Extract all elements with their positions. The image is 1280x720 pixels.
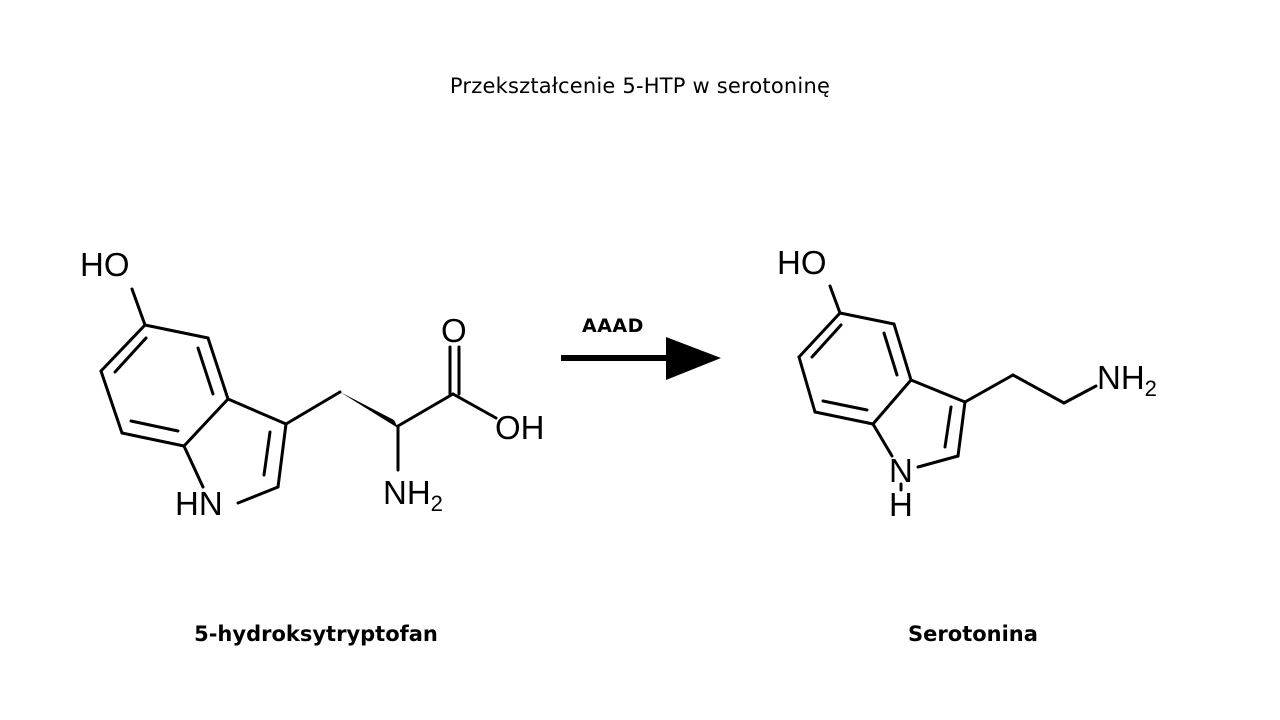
product-name: Serotonina [908,622,1038,646]
reaction-arrow: AAAD [561,315,721,380]
htp-acid-oh-label: OH [495,409,545,446]
serotonin-ring-h-label: H [889,486,913,523]
serotonin-hydroxyl-label: HO [777,244,827,281]
htp-amine-sub: 2 [431,491,443,516]
serotonin-amine-sub: 2 [1145,376,1157,401]
htp-carbonyl-o-label: O [441,312,467,349]
serotonin-ring-n-label: N [889,452,913,489]
molecule-serotonin: HO N H NH2 [777,244,1157,523]
wedge-bond [340,392,398,428]
htp-bonds [99,287,498,505]
htp-amine-label: NH2 [383,474,443,516]
serotonin-amine-n: NH [1097,359,1145,396]
serotonin-amine-label: NH2 [1097,359,1157,401]
enzyme-label: AAAD [582,315,644,337]
htp-ring-nh-label: HN [175,485,223,522]
htp-hydroxyl-label: HO [80,246,130,283]
substrate-name: 5-hydroksytryptofan [194,622,438,646]
molecule-5-htp: HO HN O OH NH2 [80,246,545,522]
arrow-head [666,337,721,380]
serotonin-bonds [797,284,1098,492]
htp-amine-n: NH [383,474,431,511]
diagram-title: Przekształcenie 5-HTP w serotoninę [449,74,831,98]
